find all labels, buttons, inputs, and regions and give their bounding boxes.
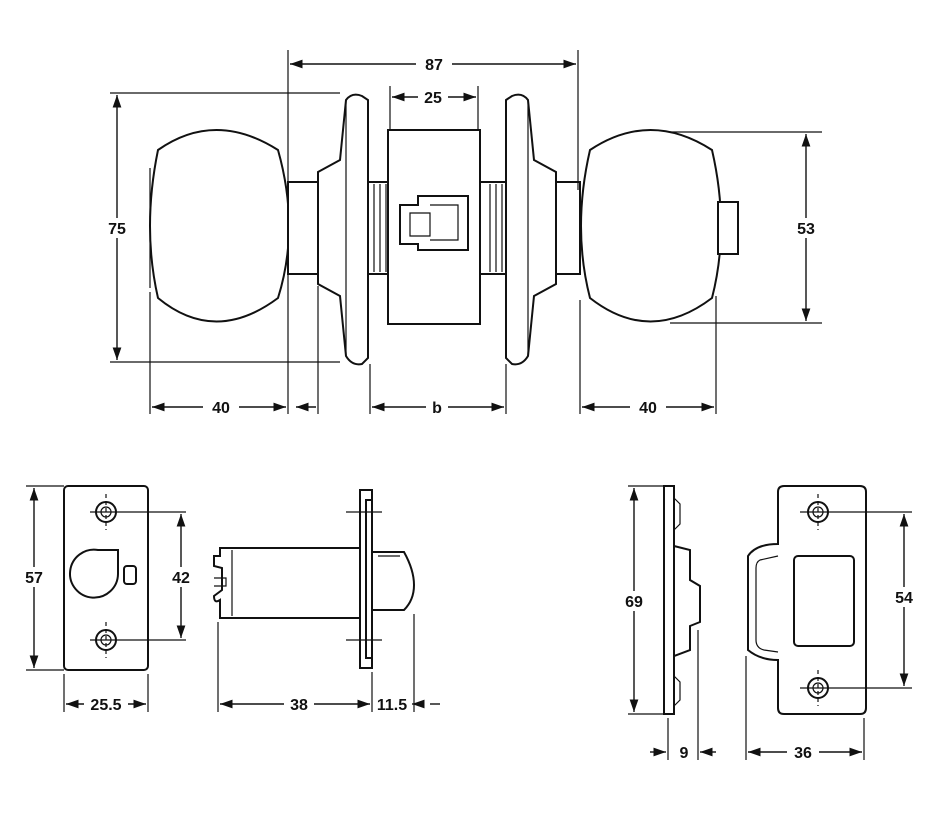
- dim-knob-length-right: 40: [639, 400, 657, 417]
- dim-faceplate-screw-centers: 42: [172, 570, 190, 587]
- dim-strike-lip-depth: 9: [680, 745, 689, 762]
- latch-bolt-face: [69, 548, 119, 599]
- dim-knob-length-left: 40: [212, 400, 230, 417]
- left-spindle: [287, 181, 319, 275]
- thumb-turn: [717, 201, 739, 255]
- strike-opening: [793, 555, 855, 647]
- right-knob: [580, 129, 722, 323]
- strike-plate: [747, 485, 867, 715]
- latch-side-view: 38 11.5: [212, 489, 440, 714]
- dim-faceplate-width: 25.5: [90, 697, 121, 714]
- left-rose: [317, 93, 369, 366]
- thread-lines: [373, 184, 503, 272]
- dim-rose-diameter: 75: [108, 221, 126, 238]
- right-spindle: [555, 181, 581, 275]
- dim-backset: 38: [290, 697, 308, 714]
- latch-tube: [212, 547, 361, 619]
- dim-door-thickness: b: [432, 400, 442, 417]
- strike-side-view: 69 9: [619, 485, 716, 762]
- dim-latch-housing: 25: [424, 90, 442, 107]
- latch-mechanism: [399, 195, 469, 251]
- strike-lip-side: [673, 544, 701, 658]
- faceplate-view: 57 42 25.5: [19, 485, 196, 714]
- dim-faceplate-height: 57: [25, 570, 43, 587]
- latch-housing: [387, 129, 481, 325]
- knob-assembly-view: 87 25 75 53 40 b 40: [102, 50, 822, 417]
- dim-strike-height: 69: [625, 594, 643, 611]
- dim-knob-diameter: 53: [797, 221, 815, 238]
- dim-strike-width: 36: [794, 745, 812, 762]
- faceplate: [63, 485, 149, 671]
- dim-strike-screw-centers: 54: [895, 590, 913, 607]
- dim-overall-width: 87: [425, 57, 443, 74]
- strike-plate-edge: [663, 485, 675, 715]
- strike-plate-view: 54 36: [745, 485, 919, 762]
- left-knob: [149, 129, 290, 323]
- deadlatch-plunger: [123, 565, 137, 585]
- latch-bolt-side: [371, 551, 416, 611]
- right-rose: [505, 93, 557, 366]
- dim-latch-projection: 11.5: [377, 697, 407, 714]
